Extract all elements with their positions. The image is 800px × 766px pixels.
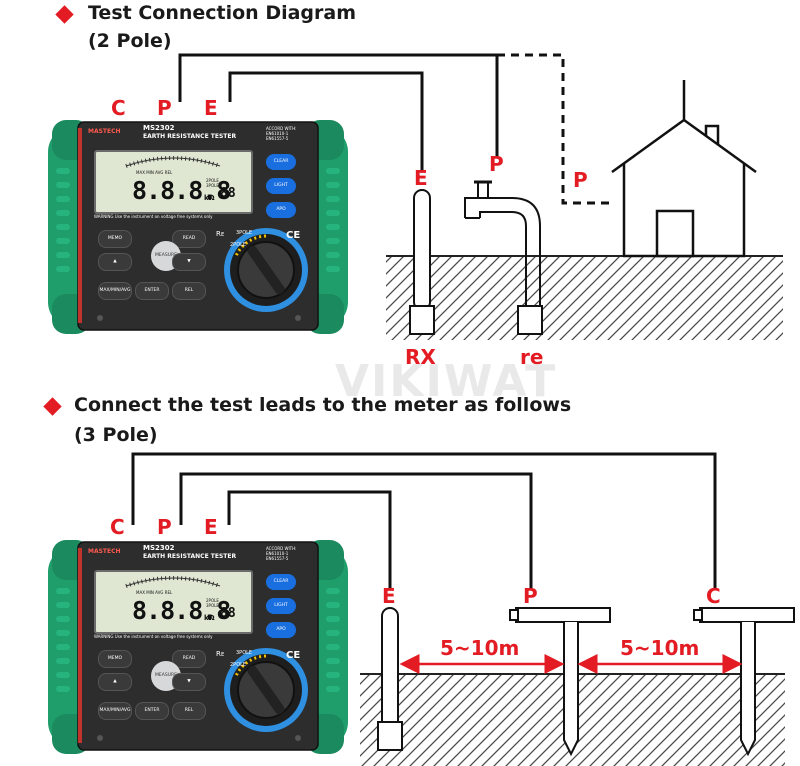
- apo-button[interactable]: APO: [266, 202, 296, 218]
- meter-terminal-c-label: C: [110, 515, 125, 539]
- bullet-diamond-icon: [43, 397, 62, 416]
- max-min-avg-button[interactable]: MAX/MIN/AVG: [98, 282, 132, 300]
- lcd-2pole-indicator: 2POLE: [206, 178, 219, 183]
- up-arrow-button[interactable]: ▲: [98, 673, 132, 691]
- max-min-avg-button[interactable]: MAX/MIN/AVG: [98, 702, 132, 720]
- house-icon: [611, 80, 757, 258]
- lcd-3pole-indicator: 3POLE: [206, 603, 219, 608]
- meter-terminal-e-label: E: [204, 96, 218, 120]
- rotary-switch[interactable]: [226, 230, 306, 310]
- warning-text: WARNING Use the instrument on voltage fr…: [94, 634, 213, 639]
- lead-e-wire: [228, 71, 424, 170]
- ce-mark: CE: [286, 230, 301, 241]
- ce-mark: CE: [286, 650, 301, 661]
- rel-button[interactable]: REL: [172, 282, 206, 300]
- section1-subtitle: (2 Pole): [88, 30, 172, 52]
- meter-title: EARTH RESISTANCE TESTER: [143, 553, 237, 560]
- lcd-unit: kΩ: [204, 194, 215, 202]
- memo-button[interactable]: MEMO: [98, 650, 132, 668]
- dial-2pole-label: 2POLE: [230, 662, 247, 668]
- field-p-label: P: [489, 152, 504, 176]
- earth-resistance-meter: MASTECH MS2302 EARTH RESISTANCE TESTER A…: [48, 118, 348, 336]
- lead-p-wire: [179, 472, 533, 590]
- section1-title: Test Connection Diagram: [88, 2, 357, 24]
- lcd-mode-indicators: MAX MIN AVG REL: [136, 170, 173, 175]
- lcd-sub-digits: 88: [220, 186, 236, 201]
- read-button[interactable]: READ: [172, 650, 206, 668]
- meter-brand: MASTECH: [88, 548, 121, 555]
- test-stake-c: [693, 607, 795, 757]
- house-dashed-wire: [497, 53, 613, 205]
- down-arrow-button[interactable]: ▼: [172, 253, 206, 271]
- dial-3pole-label: 3POLE: [236, 650, 253, 656]
- rx-label: RX: [405, 345, 436, 369]
- lcd-mode-indicators: MAX MIN AVG REL: [136, 590, 173, 595]
- section2-title: Connect the test leads to the meter as f…: [74, 394, 572, 416]
- down-arrow-button[interactable]: ▼: [172, 673, 206, 691]
- lcd-2pole-indicator: 2POLE: [206, 598, 219, 603]
- lcd-sub-digits: 88: [220, 606, 236, 621]
- water-pipe-faucet: [464, 180, 543, 335]
- field-e-label: E: [382, 584, 396, 608]
- meter-model: MS2302: [143, 124, 175, 132]
- lcd-3pole-indicator: 3POLE: [206, 183, 219, 188]
- earth-electrode-rx: [409, 189, 435, 335]
- field-p-label: P: [523, 584, 538, 608]
- test-stake-p: [509, 607, 611, 757]
- lead-e-wire: [227, 490, 392, 590]
- three-pole-diagram: [131, 452, 795, 766]
- meter-standards: ACCORD WITH: EN61010-1 EN61557-5: [266, 546, 297, 561]
- clear-button[interactable]: CLEAR: [266, 154, 296, 170]
- lead-p-wire: [178, 53, 499, 158]
- lcd-display: MAX MIN AVG REL 8.8.8.8 2POLE 3POLE 88 k…: [94, 570, 253, 634]
- lcd-display: MAX MIN AVG REL 8.8.8.8 2POLE 3POLE 88 k…: [94, 150, 253, 214]
- earth-electrode-e: [377, 607, 403, 751]
- watermark-text: VIKIWAT: [335, 356, 558, 407]
- lcd-main-digits: 8.8.8.8: [132, 176, 231, 205]
- dial-3pole-label: 3POLE: [236, 230, 253, 236]
- warning-text: WARNING Use the instrument on voltage fr…: [94, 214, 213, 219]
- meter-brand: MASTECH: [88, 128, 121, 135]
- meter-terminal-p-label: P: [157, 96, 172, 120]
- meter-title: EARTH RESISTANCE TESTER: [143, 133, 237, 140]
- clear-button[interactable]: CLEAR: [266, 574, 296, 590]
- enter-button[interactable]: ENTER: [135, 702, 169, 720]
- meter-body: [48, 540, 348, 754]
- distance-label-2: 5~10m: [620, 636, 700, 660]
- meter-model: MS2302: [143, 544, 175, 552]
- rel-button[interactable]: REL: [172, 702, 206, 720]
- two-pole-diagram: [178, 53, 783, 340]
- lead-c-wire: [131, 452, 717, 590]
- earth-resistance-meter: MASTECH MS2302 EARTH RESISTANCE TESTER A…: [48, 538, 348, 756]
- field-e-label: E: [414, 166, 428, 190]
- up-arrow-button[interactable]: ▲: [98, 253, 132, 271]
- dial-re-label: Rᴇ: [216, 230, 225, 238]
- meter-terminal-p-label: P: [157, 515, 172, 539]
- rotary-switch[interactable]: [226, 650, 306, 730]
- re-label: re: [520, 345, 544, 369]
- enter-button[interactable]: ENTER: [135, 282, 169, 300]
- memo-button[interactable]: MEMO: [98, 230, 132, 248]
- distance-label-1: 5~10m: [440, 636, 520, 660]
- dial-re-label: Rᴇ: [216, 650, 225, 658]
- field-c-label: C: [706, 584, 721, 608]
- apo-button[interactable]: APO: [266, 622, 296, 638]
- section2-subtitle: (3 Pole): [74, 424, 158, 446]
- lcd-main-digits: 8.8.8.8: [132, 596, 231, 625]
- light-button[interactable]: LIGHT: [266, 178, 296, 194]
- meter-terminal-c-label: C: [111, 96, 126, 120]
- read-button[interactable]: READ: [172, 230, 206, 248]
- meter-terminal-e-label: E: [204, 515, 218, 539]
- meter-standards: ACCORD WITH: EN61010-1 EN61557-5: [266, 126, 297, 141]
- dial-2pole-label: 2POLE: [230, 242, 247, 248]
- house-p-label: P: [573, 168, 588, 192]
- ground-hatch: [386, 256, 783, 340]
- lcd-unit: kΩ: [204, 614, 215, 622]
- light-button[interactable]: LIGHT: [266, 598, 296, 614]
